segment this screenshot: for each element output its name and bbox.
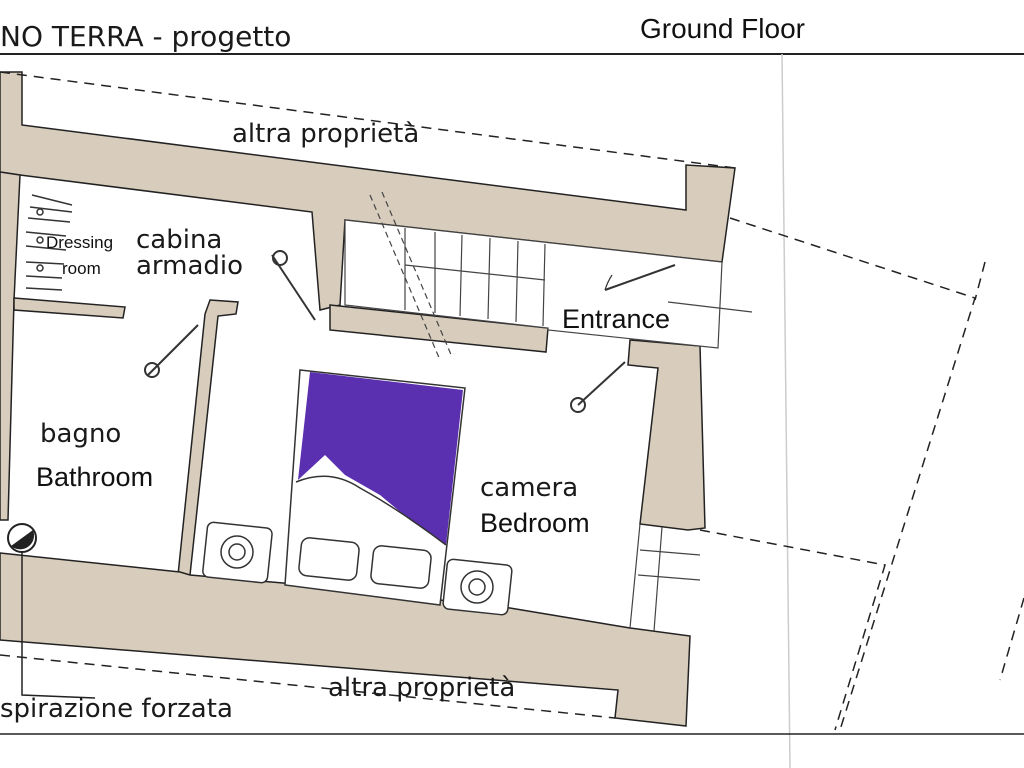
title-english: Ground Floor: [640, 13, 805, 44]
label-dressing-en-2: room: [62, 259, 101, 278]
label-ventilation: spirazione forzata: [0, 694, 233, 724]
nightstands: [202, 521, 513, 616]
label-dressing-it-2: armadio: [136, 251, 243, 281]
label-bedroom-en: Bedroom: [480, 508, 590, 538]
door-entrance-inner: [577, 361, 626, 406]
entry-steps: [629, 523, 701, 632]
label-bath-it: bagno: [40, 419, 121, 449]
label-dressing-it-1: cabina: [136, 225, 222, 255]
pillow-right: [370, 545, 432, 589]
label-bottom-neighbor: altra proprietà: [328, 673, 515, 703]
label-bath-en: Bathroom: [36, 462, 153, 492]
bed: [284, 369, 466, 606]
label-entrance: Entrance: [562, 304, 670, 334]
staircase: [344, 191, 753, 361]
walls: [0, 71, 736, 727]
doors: [144, 250, 676, 413]
label-bedroom-it: camera: [480, 473, 578, 503]
property-lines: [0, 71, 1024, 731]
door-entrance-front: [604, 264, 676, 291]
door-bath: [147, 324, 199, 376]
right-border-line: [781, 53, 791, 768]
label-top-neighbor: altra proprietà: [232, 119, 419, 149]
bed-cover: [298, 372, 463, 545]
hangers: [25, 194, 73, 291]
pillow-left: [298, 537, 360, 581]
ventilation-symbol: [7, 523, 96, 699]
label-dressing-en-1: Dressing: [46, 233, 113, 252]
title-italian: NO TERRA - progetto: [0, 20, 291, 53]
